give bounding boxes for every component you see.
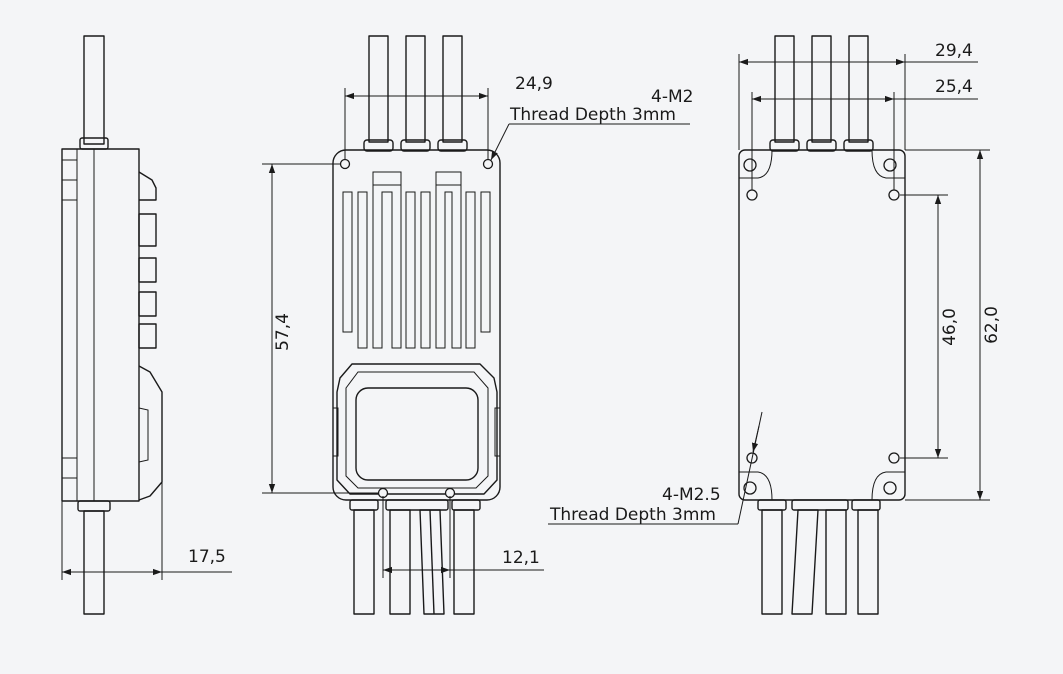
top-mount-hole (339, 158, 351, 170)
bottom-corner-hole (743, 481, 757, 495)
top-wire-pitch-label: 12,1 (502, 548, 540, 568)
side-fin (138, 323, 157, 349)
bottom-body (738, 149, 906, 501)
side-width-label: 17,5 (188, 547, 226, 567)
side-view: 17,5 (61, 35, 232, 615)
bottom-outer-width-label: 29,4 (935, 41, 973, 61)
bottom-hole-spacing-label: 46,0 (940, 308, 960, 346)
bottom-view: 29,4 25,4 46,0 62,0 4-M2.5 Thread Depth … (548, 35, 1002, 615)
side-bottom-cable (83, 510, 105, 615)
top-length-label: 57,4 (273, 313, 293, 351)
top-cap-outer (336, 363, 498, 495)
top-cable-2 (405, 35, 426, 143)
top-thread-note-line1: 4-M2 (651, 87, 693, 107)
top-cap-window (355, 387, 479, 481)
top-thread-note-line2: Thread Depth 3mm (509, 105, 676, 125)
bottom-corner-hole (883, 158, 897, 172)
side-bottom-cable-collar (77, 500, 111, 512)
bottom-outer-length-label: 62,0 (982, 306, 1002, 344)
side-fin (138, 291, 157, 317)
top-cable-1 (368, 35, 389, 143)
bottom-thread-note-line2: Thread Depth 3mm (549, 505, 716, 525)
bottom-corner-hole (743, 158, 757, 172)
side-body (61, 148, 140, 502)
top-hole-pitch-label: 24,9 (515, 74, 553, 94)
side-top-cable (83, 35, 105, 145)
bottom-thread-note-line1: 4-M2.5 (662, 485, 721, 505)
bottom-hole-pitch-label: 25,4 (935, 77, 973, 97)
top-heatsink-slots (342, 171, 491, 349)
bottom-thread-hole (888, 452, 900, 464)
side-fin (138, 213, 157, 247)
bottom-corner-hole (883, 481, 897, 495)
top-view: 24,9 4-M2 Thread Depth 3mm 57,4 12,1 (262, 35, 693, 615)
bottom-thread-hole (746, 189, 758, 201)
top-mount-hole (482, 158, 494, 170)
top-cable-3 (442, 35, 463, 143)
bottom-thread-hole (888, 189, 900, 201)
side-fin (138, 257, 157, 283)
